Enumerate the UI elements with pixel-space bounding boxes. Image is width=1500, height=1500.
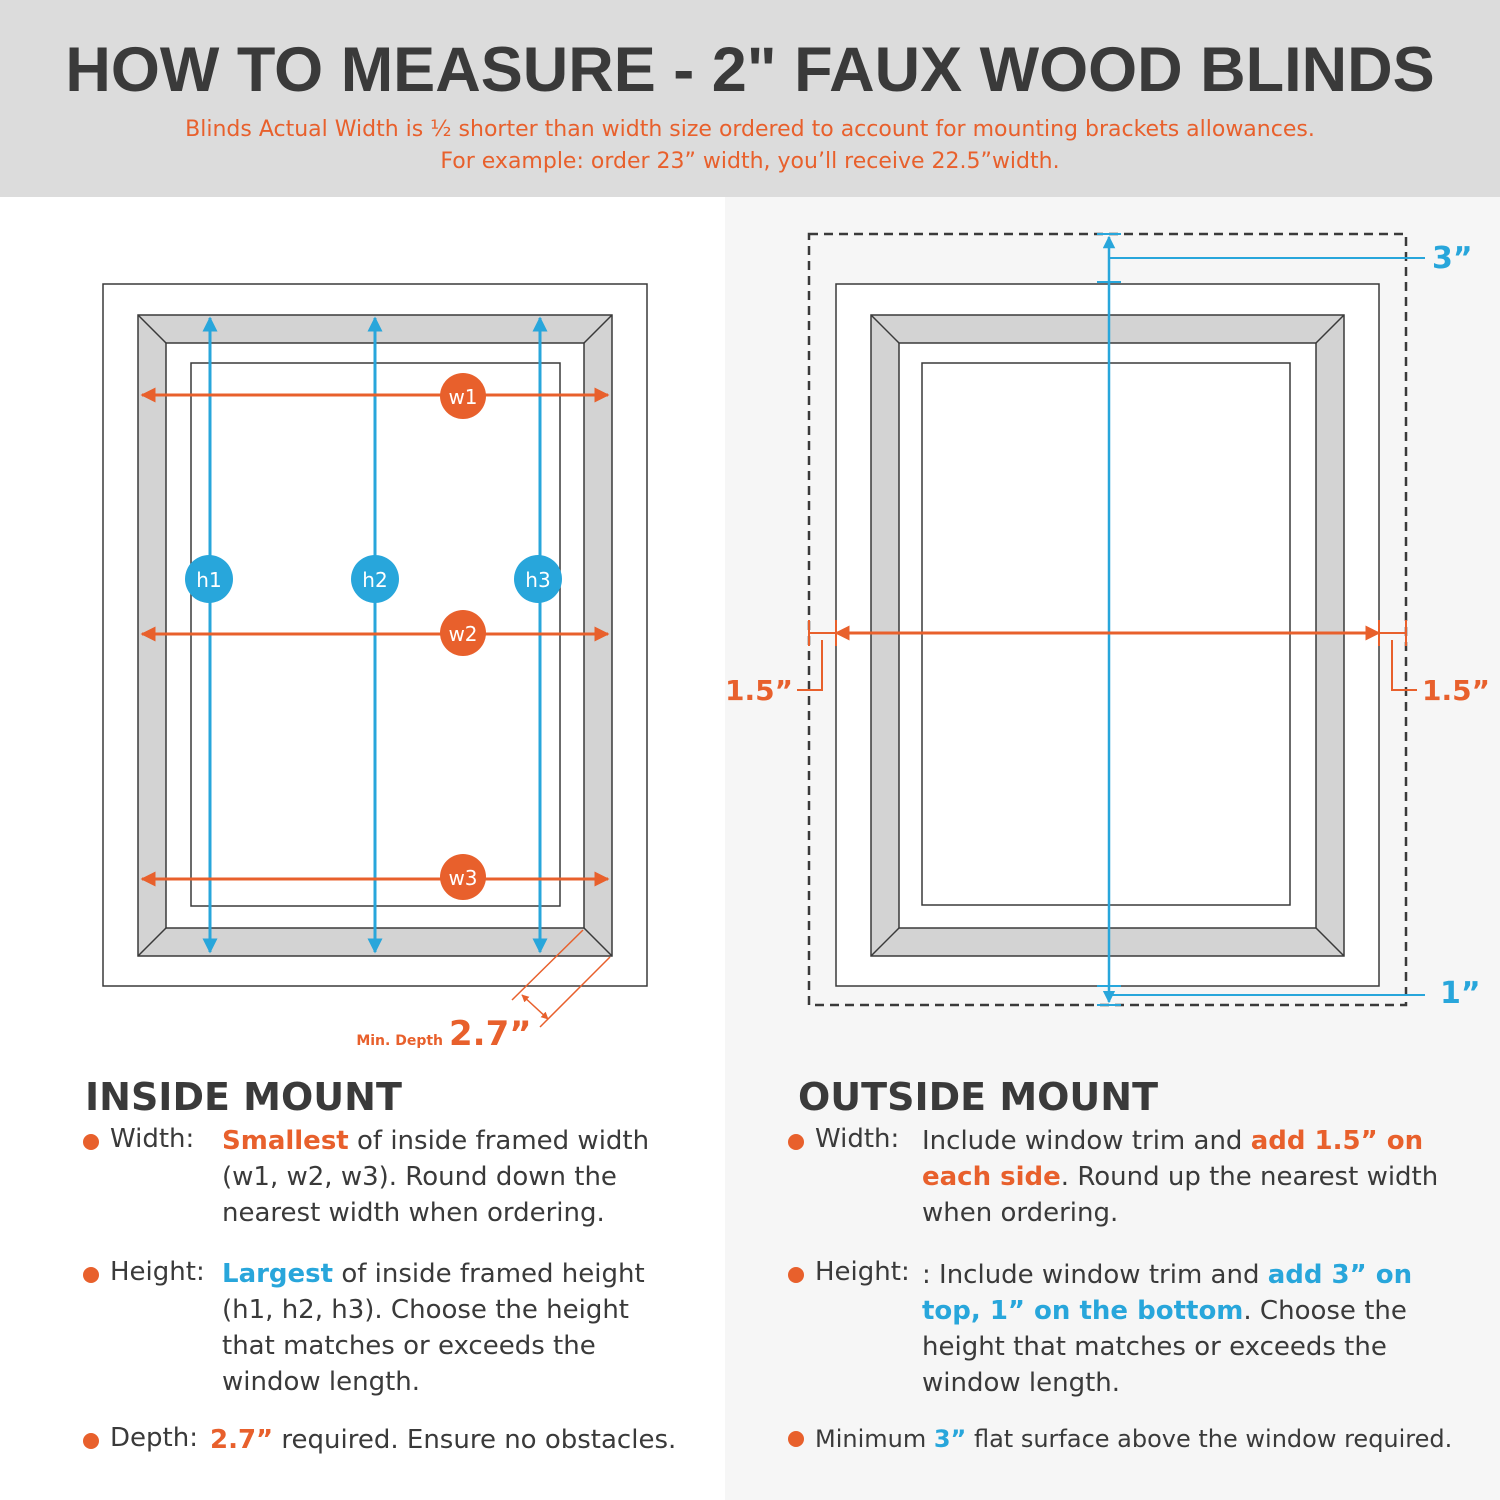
w2-badge: w2 <box>440 610 486 656</box>
inside-height-label: Height: <box>110 1257 205 1287</box>
inside-mount-title: INSIDE MOUNT <box>85 1075 402 1119</box>
width-arrows <box>140 387 610 887</box>
outside-min-highlight: 3” <box>933 1425 967 1453</box>
measurement-diagram: w1 w2 w3 h1 h2 h3 Min. Depth 2.7” <box>102 232 1490 1054</box>
inside-depth-label: Depth: <box>110 1423 198 1453</box>
bullet-icon <box>788 1134 804 1150</box>
outside-width-text: Include window trim and add 1.5” on each… <box>922 1123 1467 1231</box>
outside-width-label: Width: <box>815 1124 900 1154</box>
w1-badge: w1 <box>440 373 486 419</box>
inside-window: w1 w2 w3 h1 h2 h3 Min. Depth 2.7” <box>102 283 648 1054</box>
outside-mount-title: OUTSIDE MOUNT <box>798 1075 1159 1119</box>
top-allowance-label: 3” <box>1432 241 1473 276</box>
depth-indicator <box>511 929 611 1028</box>
inside-width-text: Smallest of inside framed width (w1, w2,… <box>222 1123 662 1231</box>
h3-label: h3 <box>525 568 550 592</box>
right-allowance-label: 1.5” <box>1422 674 1490 707</box>
outside-min-pre: Minimum <box>815 1425 934 1453</box>
inside-height-desc: of inside framed height (h1, h2, h3). Ch… <box>222 1259 645 1397</box>
w3-label: w3 <box>448 866 477 890</box>
w1-label: w1 <box>448 385 477 409</box>
outside-height-text: : Include window trim and add 3” on top,… <box>922 1257 1422 1401</box>
bullet-icon <box>83 1134 99 1150</box>
w3-badge: w3 <box>440 854 486 900</box>
inside-height-text: Largest of inside framed height (h1, h2,… <box>222 1256 662 1400</box>
inside-width-desc: of inside framed width (w1, w2, w3). Rou… <box>222 1126 650 1228</box>
inside-width-label: Width: <box>110 1124 195 1154</box>
inside-depth-text: 2.7” required. Ensure no obstacles. <box>210 1422 690 1458</box>
h1-badge: h1 <box>185 555 233 603</box>
h2-badge: h2 <box>351 555 399 603</box>
outside-height-ticks <box>1097 233 1425 1006</box>
w2-label: w2 <box>448 622 477 646</box>
left-allowance-label: 1.5” <box>725 674 793 707</box>
h1-label: h1 <box>196 568 221 592</box>
outside-frame-bevels <box>870 314 1345 957</box>
h3-badge: h3 <box>514 555 562 603</box>
outside-width-highlight: add 1.5” on each side <box>922 1126 1424 1192</box>
bottom-allowance-label: 1” <box>1440 976 1481 1011</box>
bullet-icon <box>83 1267 99 1283</box>
outside-width-post: . Round up the nearest width when orderi… <box>922 1162 1439 1228</box>
header-banner <box>0 0 1500 197</box>
outside-height-post: . Choose the height that matches or exce… <box>922 1296 1407 1398</box>
page-title: HOW TO MEASURE - 2" FAUX WOOD BLINDS <box>65 35 1435 105</box>
inside-frame-bevels <box>137 314 613 957</box>
inside-depth-desc: required. Ensure no obstacles. <box>273 1425 677 1455</box>
inside-height-highlight: Largest <box>222 1259 334 1289</box>
side-allowance-ticks <box>797 620 1417 691</box>
min-depth-value: 2.7” <box>449 1014 532 1054</box>
outside-minimum-text: Minimum 3” flat surface above the window… <box>815 1421 1485 1457</box>
outside-width-pre: Include window trim and <box>922 1126 1251 1156</box>
outside-min-post: flat surface above the window required. <box>966 1425 1453 1453</box>
min-depth-label: Min. Depth <box>356 1033 443 1049</box>
outside-height-pre: : Include window trim and <box>922 1260 1268 1290</box>
outside-window: 3” 1” 1.5” 1.5” <box>725 232 1490 1011</box>
subtitle-line-1: Blinds Actual Width is ½ shorter than wi… <box>185 117 1315 142</box>
subtitle-line-2: For example: order 23” width, you’ll rec… <box>440 149 1060 174</box>
bullet-icon <box>788 1431 804 1447</box>
bullet-icon <box>788 1267 804 1283</box>
h2-label: h2 <box>362 568 387 592</box>
bullet-icon <box>83 1433 99 1449</box>
outside-height-label: Height: <box>815 1257 910 1287</box>
inside-depth-highlight: 2.7” <box>210 1425 274 1455</box>
inside-width-highlight: Smallest <box>222 1126 349 1156</box>
outside-height-highlight: add 3” on top, 1” on the bottom <box>922 1260 1413 1326</box>
